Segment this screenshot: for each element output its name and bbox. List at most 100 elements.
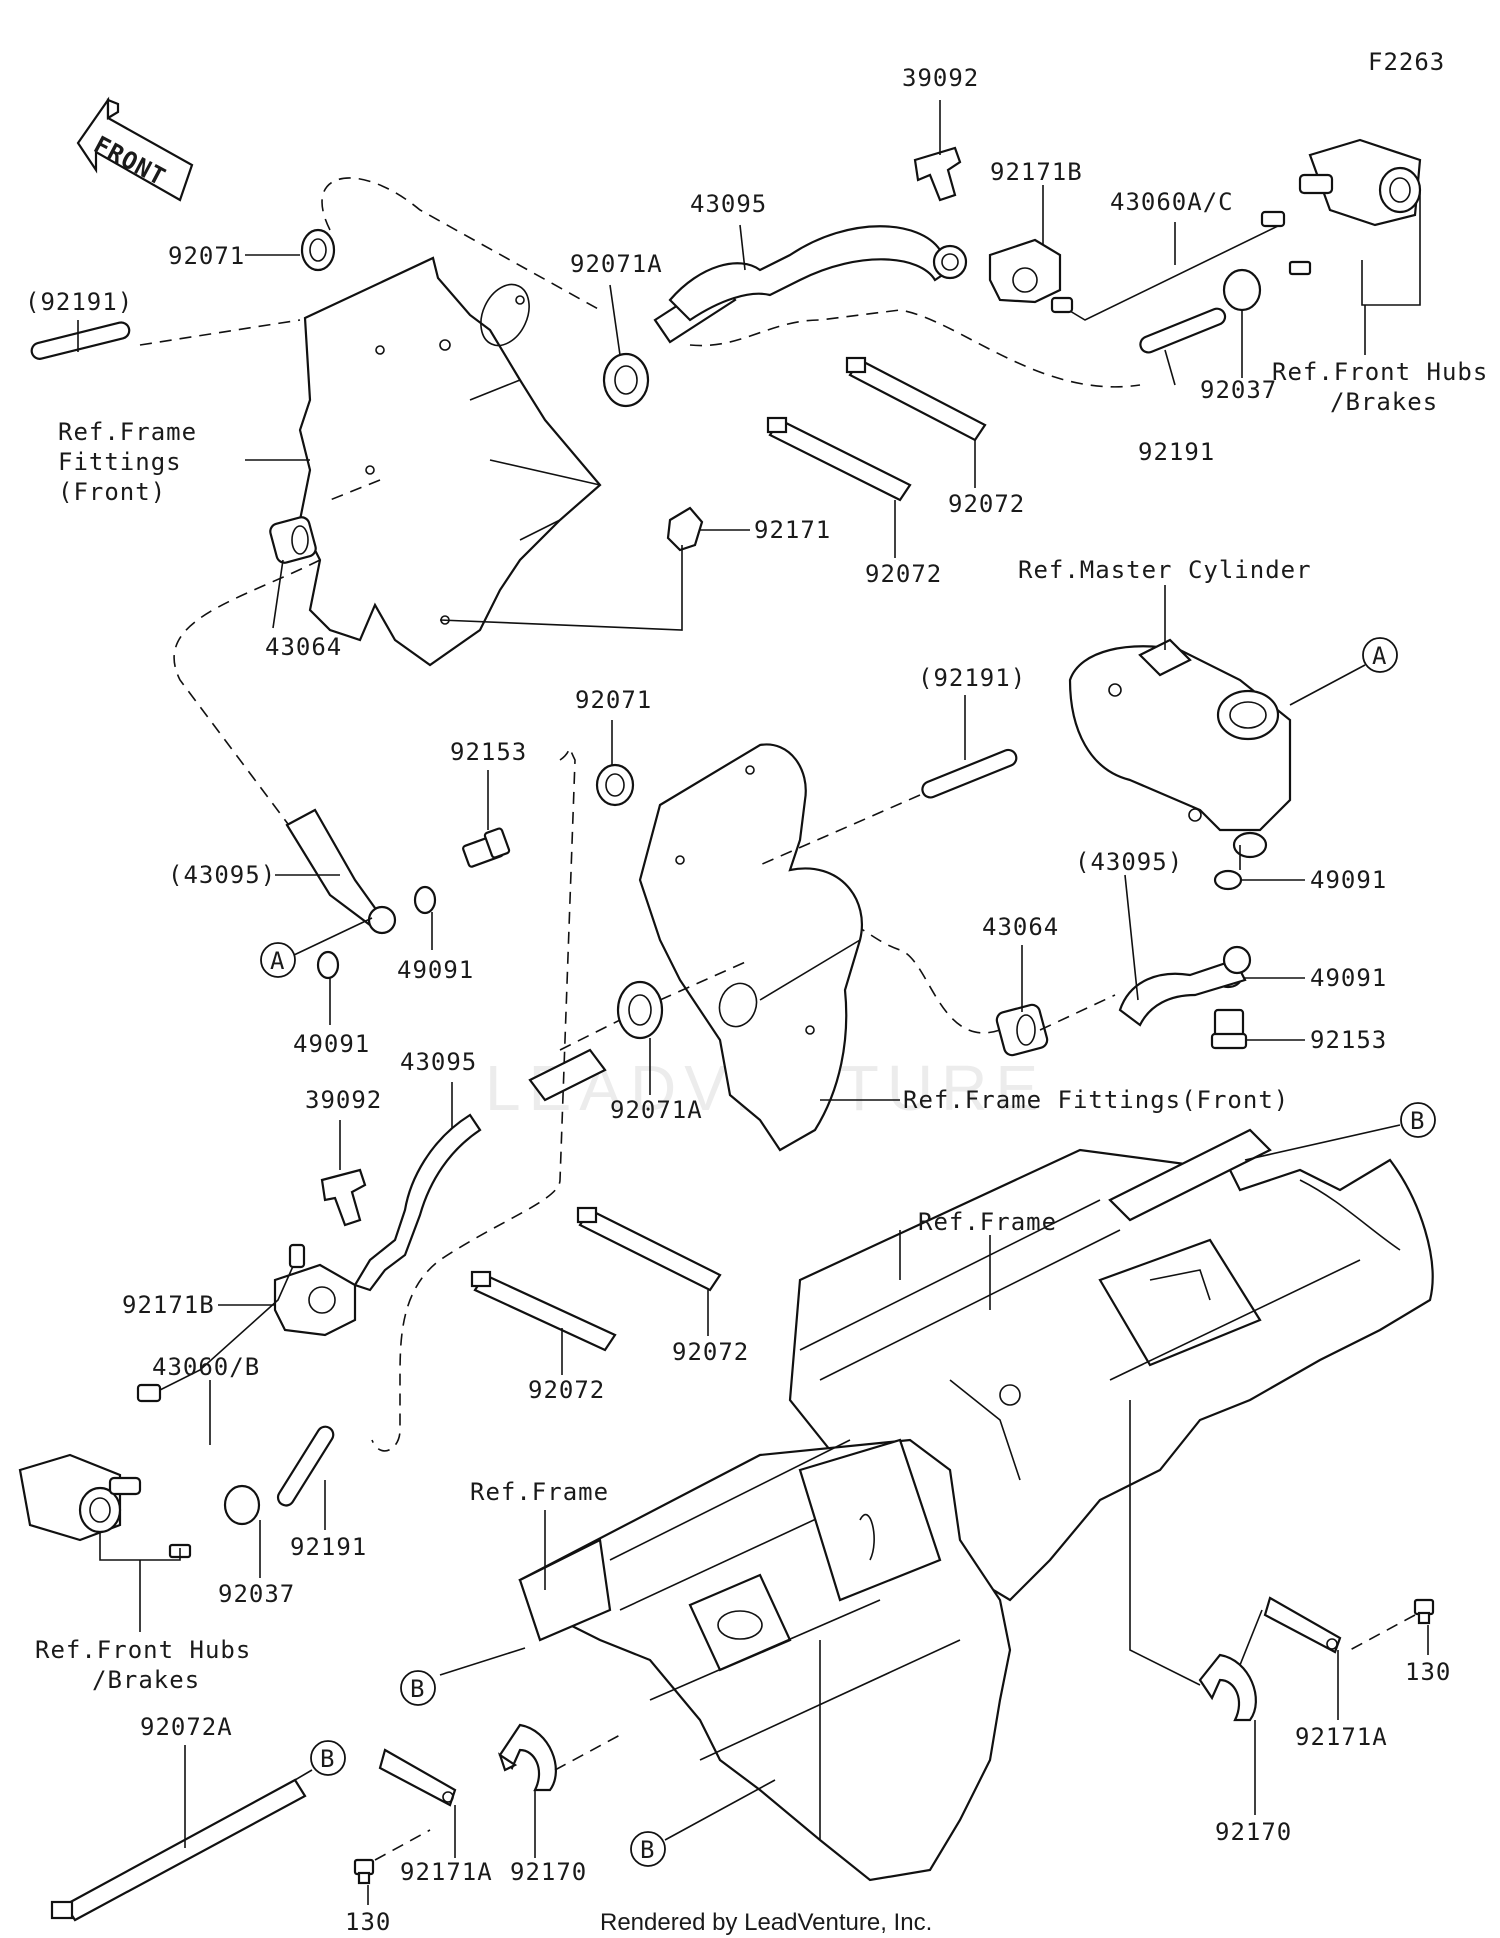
washer-49091-l2 — [316, 950, 340, 980]
label-92153-left: 92153 — [450, 738, 527, 766]
retainer-clip-39092-top — [913, 146, 962, 202]
hose-92191-mid — [921, 748, 1018, 799]
footer-credit: Rendered by LeadVenture, Inc. — [600, 1909, 932, 1936]
label-92072A: 92072A — [140, 1713, 233, 1741]
label-92171B-top: 92171B — [990, 158, 1083, 186]
label-92171: 92171 — [754, 516, 831, 544]
circle-B-4 — [630, 1831, 666, 1867]
label-92170-right: 92170 — [1215, 1818, 1292, 1846]
label-ref-front-hubs-bottom-a: Ref.Front Hubs — [35, 1636, 251, 1664]
label-ref-frame-2: Ref.Frame — [470, 1478, 609, 1506]
retainer-clip-39092-mid — [320, 1168, 367, 1227]
grommet-43064-top — [269, 516, 317, 564]
brake-line-43060AC — [1050, 210, 1286, 321]
label-92037-top: 92037 — [1200, 376, 1277, 404]
label-ref-frame-1: Ref.Frame — [918, 1208, 1057, 1236]
front-arrow-icon: FRONT — [76, 96, 194, 202]
label-43095-mid: 43095 — [400, 1048, 477, 1076]
hose-92191-top — [1139, 307, 1227, 354]
bolt-130-left — [353, 1858, 375, 1885]
circle-B-3 — [310, 1740, 346, 1776]
clamp-92170-left — [497, 1723, 557, 1792]
label-92191-top: 92191 — [1138, 438, 1215, 466]
label-43095-paren-left: (43095) — [168, 861, 276, 889]
cable-tie-92072-c — [576, 1206, 722, 1292]
label-39092-mid: 39092 — [305, 1086, 382, 1114]
grommet-92071A-top — [602, 352, 650, 408]
grommet-43064-mid — [995, 1003, 1049, 1057]
label-43060AC: 43060A/C — [1110, 188, 1234, 216]
brake-line-43060B — [136, 1243, 306, 1403]
banjo-bolt-92153-left — [462, 827, 511, 868]
clamp-92170-right — [1198, 1609, 1263, 1722]
label-92191-paren-top: (92191) — [25, 288, 133, 316]
label-92171A-right: 92171A — [1295, 1723, 1388, 1751]
label-92072-d: 92072 — [528, 1376, 605, 1404]
washer-49091-r1 — [1213, 869, 1243, 891]
label-92072-b: 92072 — [865, 560, 942, 588]
cable-tie-92072A — [50, 1778, 307, 1922]
label-130-left: 130 — [345, 1908, 391, 1936]
brake-hose-43095-mid — [353, 1048, 607, 1292]
label-130-right: 130 — [1405, 1658, 1451, 1686]
grommet-92071-mid — [595, 763, 635, 807]
bracket-92171A-left — [378, 1748, 457, 1807]
label-92170-left: 92170 — [510, 1858, 587, 1886]
label-ref-front-hubs-top-b: /Brakes — [1330, 388, 1438, 416]
bleeder-screw-top — [1288, 260, 1312, 276]
diagram-code: F2263 — [1368, 48, 1445, 76]
label-ref-frame-fittings-front-1c: (Front) — [58, 478, 166, 506]
label-49091-r1: 49091 — [1310, 866, 1387, 894]
label-92191-paren-mid: (92191) — [918, 664, 1026, 692]
label-92072-c: 92072 — [672, 1338, 749, 1366]
circle-B-4-label: B — [640, 1836, 655, 1864]
circle-B-2 — [400, 1670, 436, 1706]
grommet-92071A-mid — [616, 980, 664, 1040]
circle-B-3-label: B — [320, 1745, 335, 1773]
cable-tie-92072-d — [470, 1270, 617, 1352]
label-ref-frame-fittings-front-2: Ref.Frame Fittings(Front) — [903, 1086, 1289, 1114]
label-43064-top: 43064 — [265, 633, 342, 661]
circle-B-2-label: B — [410, 1675, 425, 1703]
label-92071A-mid: 92071A — [610, 1096, 703, 1124]
label-ref-front-hubs-top-a: Ref.Front Hubs — [1272, 358, 1488, 386]
circle-A-1-label: A — [1372, 642, 1387, 670]
frame-fittings-front-mid — [638, 743, 863, 1152]
bracket-92171A-right — [1263, 1596, 1342, 1654]
brake-hose-43095-left — [285, 808, 397, 935]
label-92071A-top: 92071A — [570, 250, 663, 278]
circle-A-2 — [260, 942, 296, 978]
frame-lower — [518, 1438, 1012, 1882]
frame-fittings-front-upper — [298, 256, 602, 667]
label-ref-front-hubs-bottom-b: /Brakes — [92, 1666, 200, 1694]
label-43095-top: 43095 — [690, 190, 767, 218]
label-43060B: 43060/B — [152, 1353, 260, 1381]
circle-A-2-label: A — [270, 947, 285, 975]
label-92037-bottom: 92037 — [218, 1580, 295, 1608]
wheel-cylinder-bottom — [18, 1453, 142, 1542]
cable-tie-92072-a — [845, 356, 987, 442]
circle-B-1-label: B — [1410, 1107, 1425, 1135]
banjo-bolt-92153-right — [1210, 1008, 1248, 1050]
label-39092-top: 39092 — [902, 64, 979, 92]
hose-92191-top-left — [30, 321, 131, 360]
wheel-cylinder-top — [1298, 138, 1422, 227]
grommet-92071-top — [300, 228, 336, 272]
bolt-130-right — [1413, 1598, 1435, 1625]
label-92191-bottom: 92191 — [290, 1533, 367, 1561]
label-92072-a: 92072 — [948, 490, 1025, 518]
hose-clamp-92037-top — [1222, 268, 1262, 312]
hose-clamp-92037-bottom — [223, 1484, 261, 1526]
label-92071-mid: 92071 — [575, 686, 652, 714]
label-49091-r2: 49091 — [1310, 964, 1387, 992]
bracket-92171B-mid — [273, 1263, 357, 1337]
master-cylinder — [1068, 638, 1292, 859]
circle-B-1 — [1400, 1102, 1436, 1138]
circle-A-1 — [1362, 637, 1398, 673]
label-92171A-left: 92171A — [400, 1858, 493, 1886]
label-43064-mid: 43064 — [982, 913, 1059, 941]
label-92171B-mid: 92171B — [122, 1291, 215, 1319]
label-92153-right: 92153 — [1310, 1026, 1387, 1054]
label-92071-top: 92071 — [168, 242, 245, 270]
label-ref-master-cylinder: Ref.Master Cylinder — [1018, 556, 1312, 584]
